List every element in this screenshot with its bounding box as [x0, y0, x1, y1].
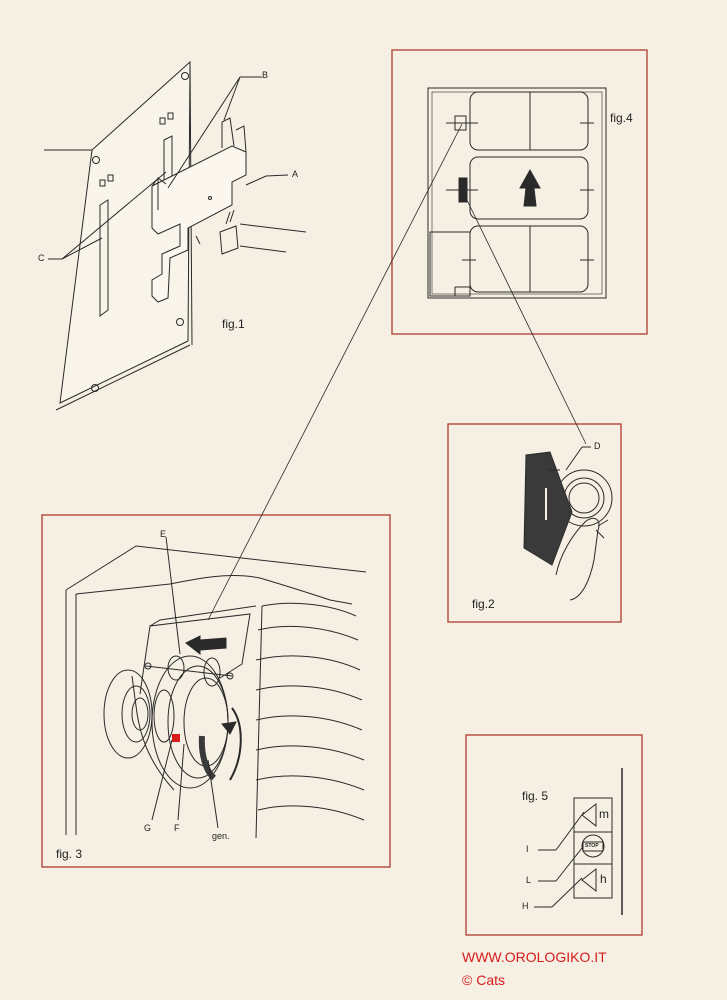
fig5-button-stop: STOP	[585, 843, 599, 849]
fig1-caption: fig.1	[222, 317, 245, 331]
footer-copyright: © Cats	[462, 972, 505, 988]
fig2-caption: fig.2	[472, 597, 495, 611]
fig5-drawing	[534, 768, 623, 915]
fig4-frame	[391, 49, 648, 335]
fig3-label-gen: gen.	[212, 831, 230, 841]
fig5-button-m: m	[599, 807, 609, 821]
fig3-frame	[41, 514, 391, 868]
fig4-caption: fig.4	[610, 111, 633, 125]
fig1-label-a: A	[292, 169, 299, 179]
fig5-label-i: I	[526, 844, 529, 854]
fig3-label-e: E	[160, 529, 167, 539]
fig1-label-b: B	[262, 70, 269, 80]
footer-website: WWW.OROLOGIKO.IT	[462, 949, 607, 965]
fig2-drawing	[523, 446, 613, 601]
fig2-label-d: D	[594, 441, 601, 451]
fig3-label-f: F	[174, 823, 180, 833]
fig4-drawing	[427, 87, 607, 299]
connector-lines	[207, 123, 587, 621]
fig5-button-h: h	[600, 872, 607, 886]
fig5-caption: fig. 5	[522, 789, 549, 803]
fig1-label-c: C	[38, 253, 45, 263]
fig3-caption: fig. 3	[56, 847, 83, 861]
fig3-label-g: G	[144, 823, 152, 833]
fig2-frame	[447, 423, 622, 623]
fig5-frame	[465, 734, 643, 936]
fig1-drawing	[44, 60, 307, 411]
fig3-drawing	[65, 536, 367, 839]
fig5-label-l: L	[526, 875, 532, 885]
fig5-label-h: H	[522, 901, 529, 911]
